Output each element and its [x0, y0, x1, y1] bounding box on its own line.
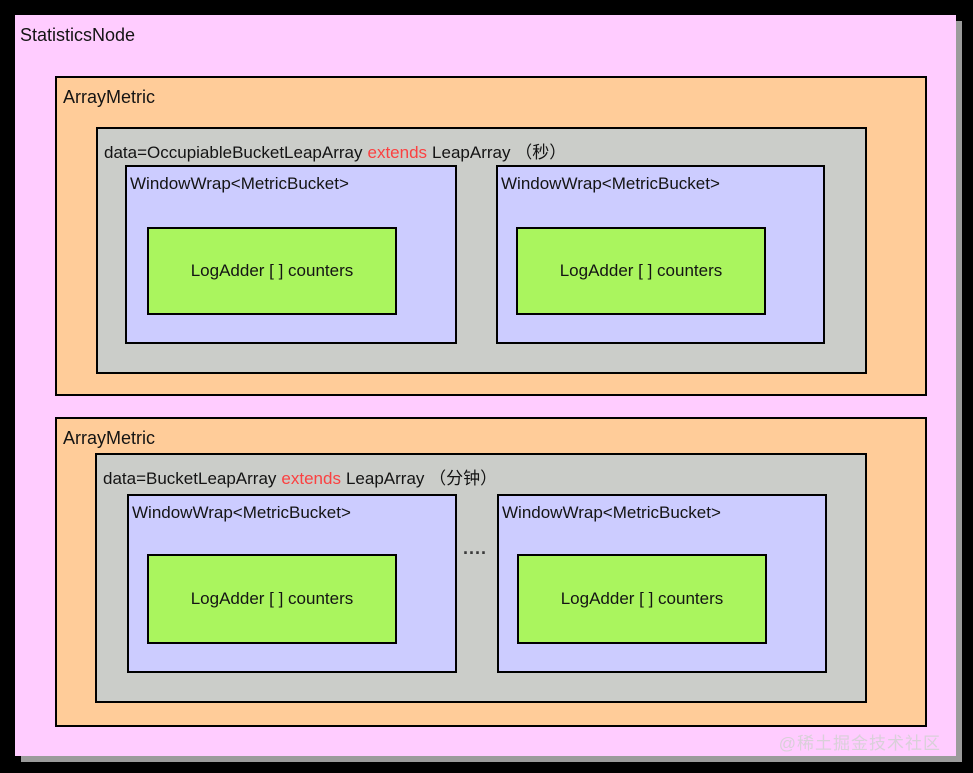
window-wrap-box: WindowWrap<MetricBucket> LogAdder [ ] co…: [496, 165, 825, 344]
data-line-prefix: data=BucketLeapArray: [103, 469, 277, 488]
log-adder-label: LogAdder [ ] counters: [560, 589, 724, 608]
window-wrap-label: WindowWrap<MetricBucket>: [132, 503, 351, 522]
window-wrap-label: WindowWrap<MetricBucket>: [502, 503, 721, 522]
statistics-node-label: StatisticsNode: [20, 25, 136, 45]
data-line-suffix: LeapArray （分钟）: [345, 469, 498, 488]
log-adder-box: LogAdder [ ] counters: [147, 554, 397, 644]
array-metric-label: ArrayMetric: [63, 87, 156, 107]
statistics-node-box: StatisticsNode ArrayMetric data=Occupiab…: [15, 15, 956, 756]
window-wrap-box: WindowWrap<MetricBucket> LogAdder [ ] co…: [497, 494, 827, 673]
log-adder-label: LogAdder [ ] counters: [559, 261, 723, 280]
array-metric-box-seconds: ArrayMetric data=OccupiableBucketLeapArr…: [55, 76, 927, 396]
window-wrap-label: WindowWrap<MetricBucket>: [501, 174, 720, 193]
log-adder-box: LogAdder [ ] counters: [147, 227, 397, 315]
window-wrap-label: WindowWrap<MetricBucket>: [130, 174, 349, 193]
ellipsis-dots: ....: [462, 538, 487, 558]
window-wrap-box: WindowWrap<MetricBucket> LogAdder [ ] co…: [127, 494, 457, 673]
data-line-prefix: data=OccupiableBucketLeapArray: [104, 143, 363, 162]
extends-keyword: extends: [281, 469, 341, 488]
log-adder-label: LogAdder [ ] counters: [190, 589, 354, 608]
extends-keyword: extends: [367, 143, 428, 162]
window-wrap-box: WindowWrap<MetricBucket> LogAdder [ ] co…: [125, 165, 457, 344]
array-metric-label: ArrayMetric: [63, 428, 156, 448]
log-adder-box: LogAdder [ ] counters: [517, 554, 767, 644]
log-adder-label: LogAdder [ ] counters: [190, 261, 354, 280]
watermark-text: @稀土掘金技术社区: [778, 734, 941, 753]
log-adder-box: LogAdder [ ] counters: [516, 227, 766, 315]
data-line-suffix: LeapArray （秒）: [432, 143, 567, 162]
